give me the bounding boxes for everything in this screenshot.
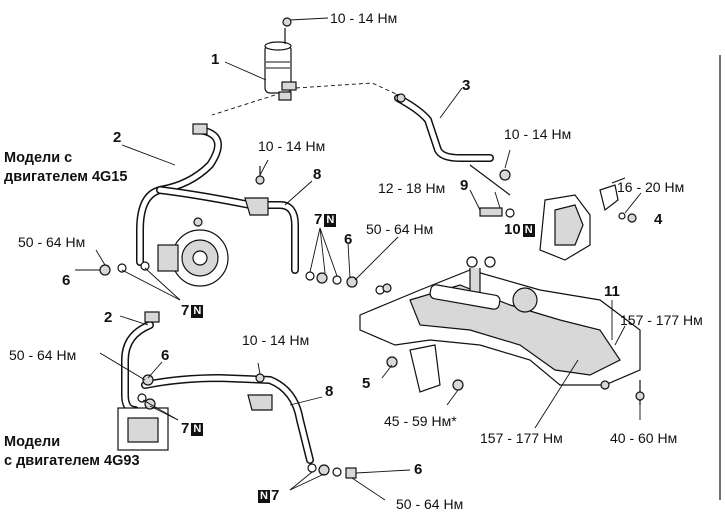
bolt-icon	[600, 380, 645, 405]
bolt-icon	[255, 373, 265, 383]
reservoir-guide-line	[211, 82, 406, 116]
bolt-icon	[255, 175, 265, 185]
pressure-hose-bottom	[141, 373, 314, 464]
pressure-hose-top	[156, 186, 299, 274]
callout-bolt: 4	[654, 211, 663, 228]
leader-lines	[75, 17, 642, 501]
hose-top	[136, 123, 222, 266]
clamp-bracket	[386, 344, 464, 393]
callout-pressure-hose-top: 8	[313, 166, 322, 183]
callout-eyebolt-rack-bottom: 6	[414, 461, 423, 478]
callout-clamp: 5	[362, 375, 371, 392]
fitting-assembly	[479, 207, 515, 218]
model-title-bottom: Модели с двигателем 4G93	[4, 434, 140, 469]
callout-reservoir: 1	[211, 51, 220, 68]
torque-clamp-5: 45 - 59 Нм*	[384, 413, 457, 429]
torque-rack-eye-bottom: 50 - 64 Нм	[396, 496, 464, 512]
reservoir-icon	[264, 17, 297, 101]
torque-pump-eye-top: 50 - 64 Нм	[18, 234, 86, 250]
callout-eyebolt-rack-top: 6	[344, 231, 353, 248]
return-pipe	[394, 93, 494, 162]
torque-crossmember-right: 157 - 177 Нм	[620, 312, 703, 328]
torque-pump-eye-bottom: 50 - 64 Нм	[9, 347, 77, 363]
bolt-icon	[599, 177, 637, 223]
pipe-segment	[469, 164, 511, 196]
pump-icon	[117, 374, 169, 451]
torque-bracket-top: 10 - 14 Нм	[258, 138, 326, 154]
callout-pipe: 3	[462, 77, 471, 94]
callout-crossmember: 11	[604, 283, 620, 300]
torque-pipe-clamp: 10 - 14 Нм	[504, 126, 572, 142]
torque-fitting-9: 12 - 18 Нм	[378, 180, 446, 196]
torque-crossmember-bottom: 157 - 177 Нм	[480, 430, 563, 446]
pump-icon	[157, 217, 229, 287]
elbow-fitting	[539, 194, 591, 261]
washer-icon	[99, 261, 150, 276]
torque-rack-eye-top: 50 - 64 Нм	[366, 221, 434, 237]
callout-pressure-hose-bottom: 8	[325, 383, 334, 400]
callout-eyebolt-pump-bottom: 6	[161, 347, 170, 364]
bolt-icon	[499, 169, 511, 181]
callout-hose-bottom: 2	[104, 309, 113, 326]
torque-bolt-4: 16 - 20 Нм	[617, 179, 685, 195]
torque-bracket-bottom: 10 - 14 Нм	[242, 332, 310, 348]
crossmember-icon	[359, 256, 641, 386]
callout-eyebolt-pump-top: 6	[62, 272, 71, 289]
rack-icon	[429, 284, 501, 310]
washer-icon	[305, 271, 358, 288]
callout-fitting: 9	[460, 177, 469, 194]
torque-reservoir-bolt: 10 - 14 Нм	[330, 10, 398, 26]
torque-bolt-40: 40 - 60 Нм	[610, 430, 678, 446]
callout-hose-top: 2	[113, 129, 122, 146]
model-title-top: Модели с двигателем 4G15	[4, 150, 128, 185]
washer-icon	[307, 463, 357, 479]
